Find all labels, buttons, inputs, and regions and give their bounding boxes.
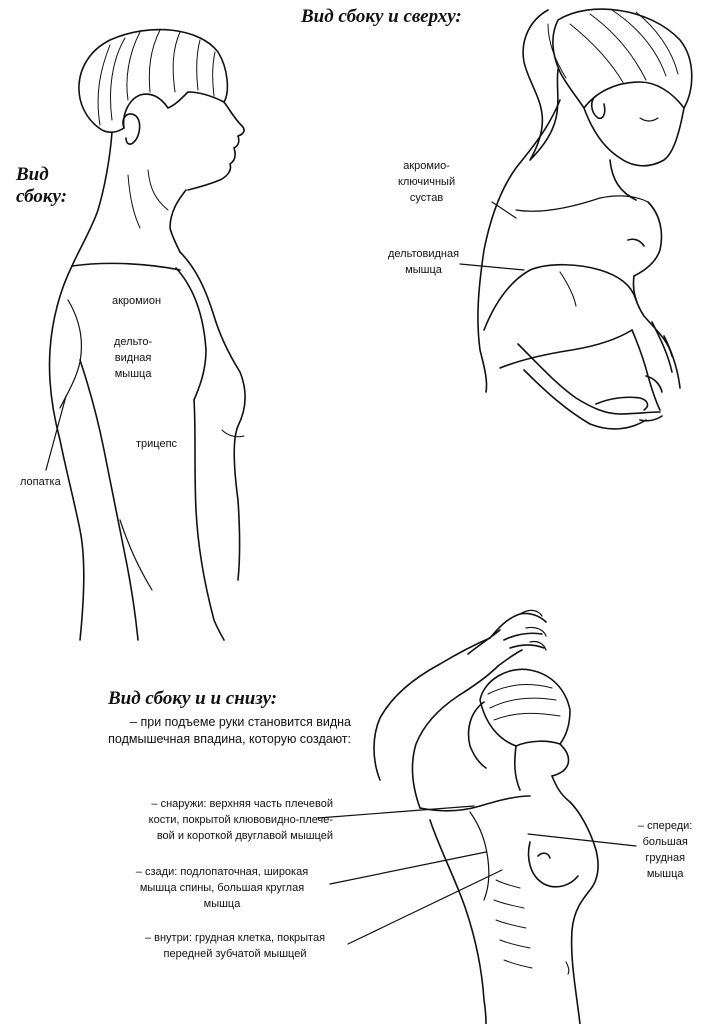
leader-scapula xyxy=(45,395,67,471)
female1-neck-front xyxy=(609,159,637,201)
leader-behind xyxy=(329,851,487,885)
heading-side-line-2: сбоку: xyxy=(16,186,68,207)
female1-arm-under xyxy=(499,329,633,369)
label-outside-line-2: кости, покрытой клювовидно-плече- xyxy=(148,814,333,826)
label-outside-line-3: вой и короткой двуглавой мышцей xyxy=(156,830,333,842)
label-behind-line-1: – сзади: подлопаточная, широкая xyxy=(135,866,309,878)
male-arm-back xyxy=(79,359,139,641)
male-hair-strands xyxy=(97,29,216,126)
raised-hand xyxy=(467,612,547,667)
raised-arm-inner xyxy=(411,665,499,809)
female1-torso-front xyxy=(632,275,673,357)
female1-hand-low xyxy=(595,396,663,422)
label-deltoid-1-line-1: дельто- xyxy=(114,336,153,348)
label-behind-line-2: мышца спины, большая круглая xyxy=(139,882,305,894)
label-ac-joint-line-1: акромио- xyxy=(403,160,450,172)
label-deltoid-1-line-3: мышца xyxy=(114,368,152,380)
raised-arm-outer xyxy=(373,637,491,781)
female2-ponytail xyxy=(467,701,487,769)
female1-face xyxy=(583,107,685,167)
male-shoulder-top xyxy=(71,262,181,271)
label-outside-line-1: – снаружи: верхняя часть плечевой xyxy=(151,798,333,810)
leader-outside xyxy=(317,805,475,819)
female-raised-arm-figure xyxy=(373,609,599,1024)
female2-armpit xyxy=(469,811,490,901)
label-outside: – снаружи: верхняя часть плечевой кости,… xyxy=(149,796,333,844)
female1-forearm xyxy=(517,343,647,430)
label-inside-line-2: передней зубчатой мышцей xyxy=(163,948,307,960)
label-ac-joint: акромио- ключичный сустав xyxy=(398,158,455,206)
male-face xyxy=(187,101,245,191)
label-behind: – сзади: подлопаточная, широкая мышца сп… xyxy=(120,864,324,912)
leader-deltoid-2 xyxy=(459,263,525,271)
leader-front xyxy=(527,833,637,847)
male-chest-outline xyxy=(179,251,246,581)
female1-hair-strands xyxy=(547,9,679,85)
label-front-line-2: большая xyxy=(642,836,688,848)
heading-side-top: Вид сбоку и сверху: xyxy=(301,6,462,27)
female2-shoulder xyxy=(419,795,531,812)
female-top-figure xyxy=(477,8,693,430)
label-ac-joint-line-3: сустав xyxy=(409,192,444,204)
female1-chest xyxy=(627,201,663,277)
female2-front xyxy=(569,801,599,1024)
male-ear xyxy=(122,113,141,145)
female2-ribs xyxy=(493,879,533,969)
intro-line-1: – при подъеме руки становится видна xyxy=(130,715,351,729)
female1-eye xyxy=(639,117,659,122)
female2-hair-strands xyxy=(487,684,561,721)
label-behind-line-3: мышца xyxy=(203,898,241,910)
label-deltoid-2: дельтовидная мышца xyxy=(388,246,459,278)
label-inside: – внутри: грудная клетка, покрытая перед… xyxy=(124,930,346,962)
female2-back xyxy=(429,819,487,1024)
male-hair xyxy=(78,28,229,133)
female2-neck xyxy=(514,745,571,803)
female2-head xyxy=(479,668,571,747)
male-neck-back xyxy=(71,131,113,267)
label-deltoid-2-line-1: дельтовидная xyxy=(388,248,460,260)
female1-ear xyxy=(590,95,606,120)
male-back-outline xyxy=(48,265,85,641)
intro-text: – при подъеме руки становится видна подм… xyxy=(108,714,351,748)
label-front-line-1: – спереди: xyxy=(638,820,693,832)
intro-line-2: подмышечная впадина, которую создают: xyxy=(108,732,351,746)
label-deltoid-1: дельто- видная мышца xyxy=(114,334,152,382)
heading-side-bottom: Вид сбоку и и снизу: xyxy=(108,688,278,709)
label-acromion: акромион xyxy=(112,295,162,307)
male-neck-front xyxy=(169,189,187,253)
male-lower-back xyxy=(119,519,153,591)
female1-head xyxy=(552,8,693,109)
male-arm-front xyxy=(193,399,225,641)
label-triceps: трицепс xyxy=(136,438,178,450)
heading-side: Вид сбоку: xyxy=(16,164,67,208)
male-side-figure xyxy=(48,28,246,641)
raised-fingers xyxy=(519,609,547,651)
female2-breast xyxy=(527,841,579,888)
female1-hand-high xyxy=(631,321,681,411)
female2-navel xyxy=(565,961,570,975)
label-front-line-3: грудная xyxy=(645,852,686,864)
label-ac-joint-line-2: ключичный xyxy=(398,176,456,188)
female1-deltoid-detail xyxy=(559,271,577,307)
leader-ac-joint xyxy=(491,201,517,219)
male-deltoid xyxy=(175,267,207,401)
male-chest-line xyxy=(221,429,245,438)
heading-side-line-1: Вид xyxy=(16,164,49,185)
female1-back xyxy=(477,99,561,393)
label-front-line-4: мышца xyxy=(646,868,684,880)
female1-upper-arm xyxy=(483,263,637,331)
leader-lines xyxy=(45,201,637,945)
label-scapula: лопатка xyxy=(20,476,61,488)
label-deltoid-1-line-2: видная xyxy=(114,352,152,364)
leader-inside xyxy=(347,869,503,945)
female2-face xyxy=(551,743,570,777)
male-scapula xyxy=(59,299,83,409)
label-deltoid-2-line-2: мышца xyxy=(405,264,442,276)
female1-shoulder-line xyxy=(515,195,649,212)
male-neck-muscles xyxy=(127,169,169,229)
label-front: – спереди: большая грудная мышца xyxy=(638,818,692,882)
label-inside-line-1: – внутри: грудная клетка, покрытая xyxy=(144,932,326,944)
